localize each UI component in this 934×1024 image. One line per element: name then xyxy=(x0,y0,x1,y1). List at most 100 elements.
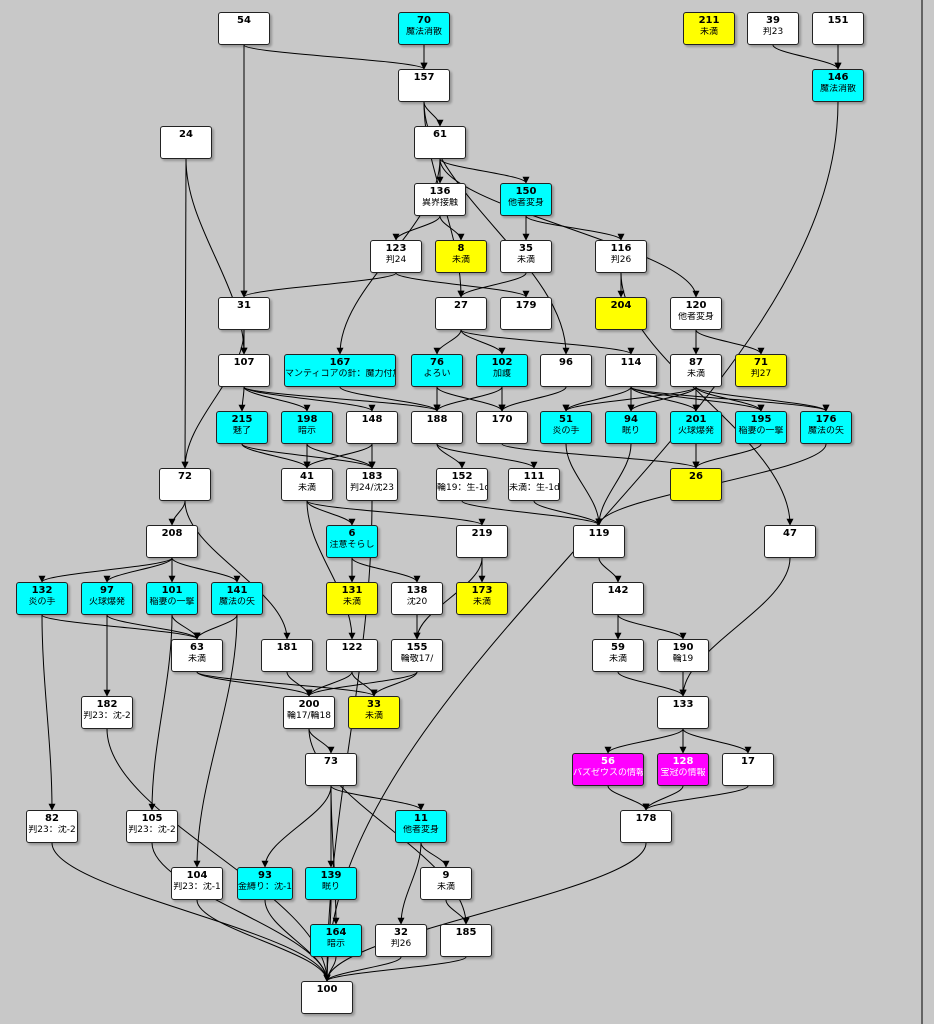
node-181[interactable]: 181 xyxy=(261,639,313,672)
node-219[interactable]: 219 xyxy=(456,525,508,558)
node-119[interactable]: 119 xyxy=(573,525,625,558)
edge-41-219 xyxy=(306,500,486,526)
node-151[interactable]: 151 xyxy=(812,12,864,45)
node-17[interactable]: 17 xyxy=(722,753,774,786)
node-142[interactable]: 142 xyxy=(592,582,644,615)
node-id: 114 xyxy=(620,357,642,368)
node-133[interactable]: 133 xyxy=(657,696,709,729)
node-id: 93 xyxy=(258,870,272,881)
node-label: マンティコアの針：魔力付加 xyxy=(285,369,395,379)
node-54[interactable]: 54 xyxy=(218,12,270,45)
node-id: 208 xyxy=(161,528,183,539)
node-31[interactable]: 31 xyxy=(218,297,270,330)
node-26[interactable]: 26 xyxy=(670,468,722,501)
node-122[interactable]: 122 xyxy=(326,639,378,672)
node-179[interactable]: 179 xyxy=(500,297,552,330)
node-204[interactable]: 204 xyxy=(595,297,647,330)
edge-155-200 xyxy=(305,671,418,697)
node-27[interactable]: 27 xyxy=(435,297,487,330)
node-label: よろい xyxy=(423,369,451,379)
node-73[interactable]: 73 xyxy=(305,753,357,786)
node-96[interactable]: 96 xyxy=(540,354,592,387)
node-114[interactable]: 114 xyxy=(605,354,657,387)
node-47[interactable]: 47 xyxy=(764,525,816,558)
node-id: 39 xyxy=(766,15,780,26)
node-61[interactable]: 61 xyxy=(414,126,466,159)
edge-111-119 xyxy=(533,500,603,526)
node-100[interactable]: 100 xyxy=(301,981,353,1014)
node-178[interactable]: 178 xyxy=(620,810,672,843)
edge-133-56 xyxy=(604,728,684,754)
node-id: 122 xyxy=(341,642,363,653)
node-107[interactable]: 107 xyxy=(218,354,270,387)
node-72[interactable]: 72 xyxy=(159,468,211,501)
node-24[interactable]: 24 xyxy=(160,126,212,159)
node-label: 判23 xyxy=(762,27,784,37)
node-label: 金縛り：沈-1 xyxy=(238,882,292,892)
node-208[interactable]: 208 xyxy=(146,525,198,558)
node-label: 加護 xyxy=(492,369,511,379)
node-185[interactable]: 185 xyxy=(440,924,492,957)
node-170[interactable]: 170 xyxy=(476,411,528,444)
node-157[interactable]: 157 xyxy=(398,69,450,102)
node-188[interactable]: 188 xyxy=(411,411,463,444)
node-label: 輪19：生-1d xyxy=(437,483,487,493)
node-148[interactable]: 148 xyxy=(346,411,398,444)
node-id: 97 xyxy=(100,585,114,596)
edge-188-111 xyxy=(436,443,538,469)
